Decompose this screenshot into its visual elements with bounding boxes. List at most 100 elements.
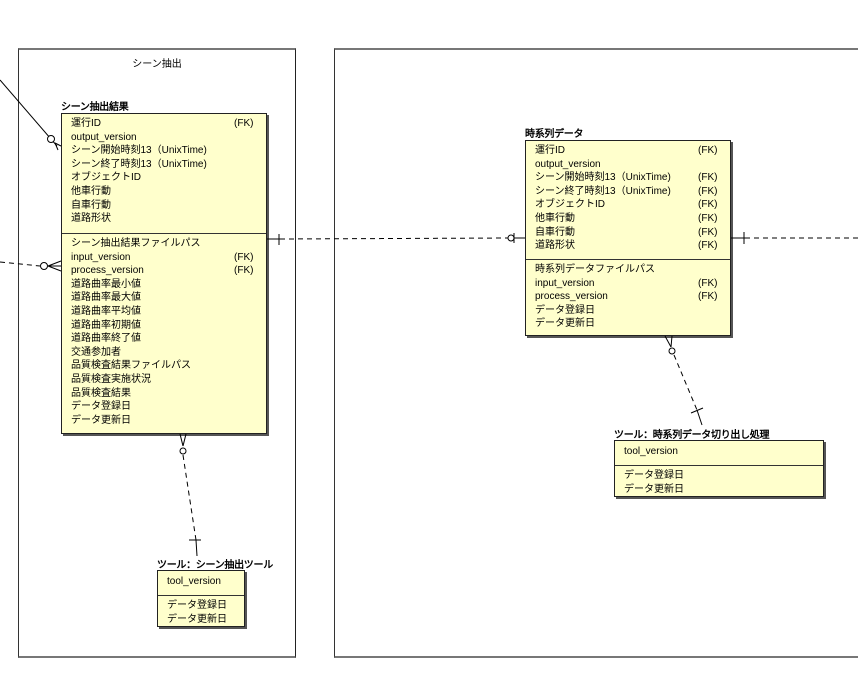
attribute-row[interactable]: データ登録日: [624, 469, 823, 483]
attribute-label: データ登録日: [535, 304, 595, 316]
attribute-label: データ更新日: [167, 613, 227, 625]
foreign-key-marker: (FK): [234, 265, 254, 277]
entity-ts-tool[interactable]: tool_version データ登録日データ更新日: [614, 440, 824, 497]
attribute-label: 他車行動: [71, 185, 111, 197]
attribute-row[interactable]: tool_version: [624, 445, 823, 459]
entity-scene-result[interactable]: 運行ID (FK) output_version シーン開始時刻13（UnixTime…: [61, 113, 267, 434]
attribute-label: 品質検査結果: [71, 387, 131, 399]
attribute-row[interactable]: output_version: [535, 158, 730, 172]
attribute-row[interactable]: 他車行動 (FK): [535, 212, 730, 226]
attribute-label: 運行ID: [71, 118, 101, 129]
attribute-row[interactable]: 運行ID (FK): [71, 117, 266, 131]
attribute-row[interactable]: 他車行動: [71, 185, 266, 199]
attribute-label: 自車行動: [71, 199, 111, 211]
attribute-row[interactable]: 道路形状 (FK): [535, 239, 730, 253]
attribute-row[interactable]: 道路曲率終了値: [71, 332, 266, 346]
attribute-row[interactable]: input_version (FK): [71, 251, 266, 265]
attribute-label: シーン終了時刻13（UnixTime): [71, 158, 207, 170]
attribute-label: 他車行動: [535, 212, 575, 224]
entity-name-time-series: 時系列データ: [525, 129, 584, 140]
attribute-row[interactable]: 道路曲率初期値: [71, 319, 266, 333]
attribute-row[interactable]: データ更新日: [535, 317, 730, 331]
attribute-row[interactable]: 時系列データファイルパス: [535, 263, 730, 277]
attribute-section: データ登録日データ更新日: [615, 465, 823, 499]
attribute-row[interactable]: 道路曲率最小値: [71, 278, 266, 292]
attribute-label: データ登録日: [167, 600, 227, 611]
attribute-label: シーン開始時刻13（UnixTime): [71, 145, 207, 157]
attribute-row[interactable]: 交通参加者: [71, 346, 266, 360]
attribute-row[interactable]: process_version (FK): [535, 290, 730, 304]
attribute-label: process_version: [535, 291, 608, 303]
attribute-row[interactable]: シーン開始時刻13（UnixTime)(FK): [535, 171, 730, 185]
attribute-row[interactable]: データ更新日: [624, 483, 823, 497]
attribute-section: シーン抽出結果ファイルパス input_version (FK)process_ve…: [62, 233, 266, 430]
foreign-key-marker: (FK): [698, 185, 718, 197]
attribute-row[interactable]: input_version(FK): [535, 277, 730, 291]
attribute-row[interactable]: 道路曲率平均値: [71, 305, 266, 319]
entity-name-ts-tool: ツール：時系列データ切り出し処理: [614, 430, 770, 441]
attribute-label: 自車行動: [535, 226, 575, 238]
attribute-label: 品質検査結果ファイルパス: [71, 360, 191, 372]
attribute-label: データ登録日: [71, 401, 131, 413]
attribute-row[interactable]: 品質検査結果: [71, 387, 266, 401]
entity-name-scene-tool: ツール：シーン抽出ツール: [157, 560, 273, 571]
attribute-label: 時系列データファイルパス: [535, 264, 655, 275]
attribute-row[interactable]: シーン開始時刻13（UnixTime): [71, 144, 266, 158]
attribute-label: tool_version: [167, 576, 221, 587]
attribute-label: 道路曲率終了値: [71, 333, 141, 345]
attribute-label: tool_version: [624, 446, 678, 457]
attribute-label: 道路形状: [71, 213, 111, 225]
attribute-label: 道路曲率最小値: [71, 278, 141, 290]
attribute-row[interactable]: 品質検査結果ファイルパス: [71, 359, 266, 373]
attribute-row[interactable]: 道路曲率最大値: [71, 291, 266, 305]
attribute-row[interactable]: データ登録日: [535, 304, 730, 318]
attribute-row[interactable]: tool_version: [167, 575, 244, 589]
attribute-label: シーン終了時刻13（UnixTime): [535, 185, 671, 197]
attribute-label: input_version: [535, 277, 595, 289]
package-title: シーン抽出: [132, 59, 182, 70]
foreign-key-marker: (FK): [698, 172, 718, 184]
attribute-row[interactable]: データ登録日: [71, 400, 266, 414]
attribute-label: 道路形状: [535, 240, 575, 252]
attribute-row[interactable]: シーン終了時刻13（UnixTime): [71, 158, 266, 172]
foreign-key-marker: (FK): [698, 291, 718, 303]
foreign-key-marker: (FK): [698, 226, 718, 238]
attribute-row[interactable]: 道路形状: [71, 212, 266, 226]
attribute-row[interactable]: シーン終了時刻13（UnixTime) (FK): [535, 185, 730, 199]
attribute-row[interactable]: データ更新日: [71, 414, 266, 428]
attribute-label: 交通参加者: [71, 346, 121, 358]
attribute-label: データ更新日: [624, 483, 684, 495]
entity-name-scene-result: シーン抽出結果: [61, 102, 129, 113]
attribute-label: 道路曲率初期値: [71, 319, 141, 331]
foreign-key-marker: (FK): [234, 251, 254, 263]
attribute-row[interactable]: シーン抽出結果ファイルパス: [71, 237, 266, 251]
entity-scene-tool[interactable]: tool_version データ登録日データ更新日: [157, 570, 245, 627]
attribute-row[interactable]: オブジェクトID (FK): [535, 198, 730, 212]
attribute-row[interactable]: output_version: [71, 131, 266, 145]
attribute-label: output_version: [71, 131, 137, 143]
foreign-key-marker: (FK): [234, 118, 254, 129]
foreign-key-marker: (FK): [698, 212, 718, 224]
attribute-label: シーン抽出結果ファイルパス: [71, 238, 201, 249]
attribute-label: オブジェクトID: [71, 172, 141, 184]
foreign-key-marker: (FK): [698, 199, 718, 211]
attribute-label: 道路曲率平均値: [71, 305, 141, 317]
primary-key-section: 運行ID (FK) output_version シーン開始時刻13（UnixTime…: [62, 114, 266, 233]
primary-key-section: tool_version: [158, 571, 244, 595]
foreign-key-marker: (FK): [698, 240, 718, 252]
attribute-row[interactable]: 品質検査実施状況: [71, 373, 266, 387]
attribute-row[interactable]: オブジェクトID: [71, 171, 266, 185]
attribute-row[interactable]: データ登録日: [167, 599, 244, 613]
attribute-row[interactable]: データ更新日: [167, 613, 244, 627]
attribute-label: input_version: [71, 251, 131, 263]
attribute-row[interactable]: process_version(FK): [71, 264, 266, 278]
attribute-label: データ登録日: [624, 470, 684, 481]
attribute-label: 運行ID: [535, 145, 565, 156]
attribute-label: オブジェクトID: [535, 199, 605, 211]
attribute-row[interactable]: 自車行動: [71, 199, 266, 213]
attribute-row[interactable]: 自車行動 (FK): [535, 226, 730, 240]
attribute-row[interactable]: 運行ID(FK): [535, 144, 730, 158]
attribute-label: データ更新日: [535, 318, 595, 330]
